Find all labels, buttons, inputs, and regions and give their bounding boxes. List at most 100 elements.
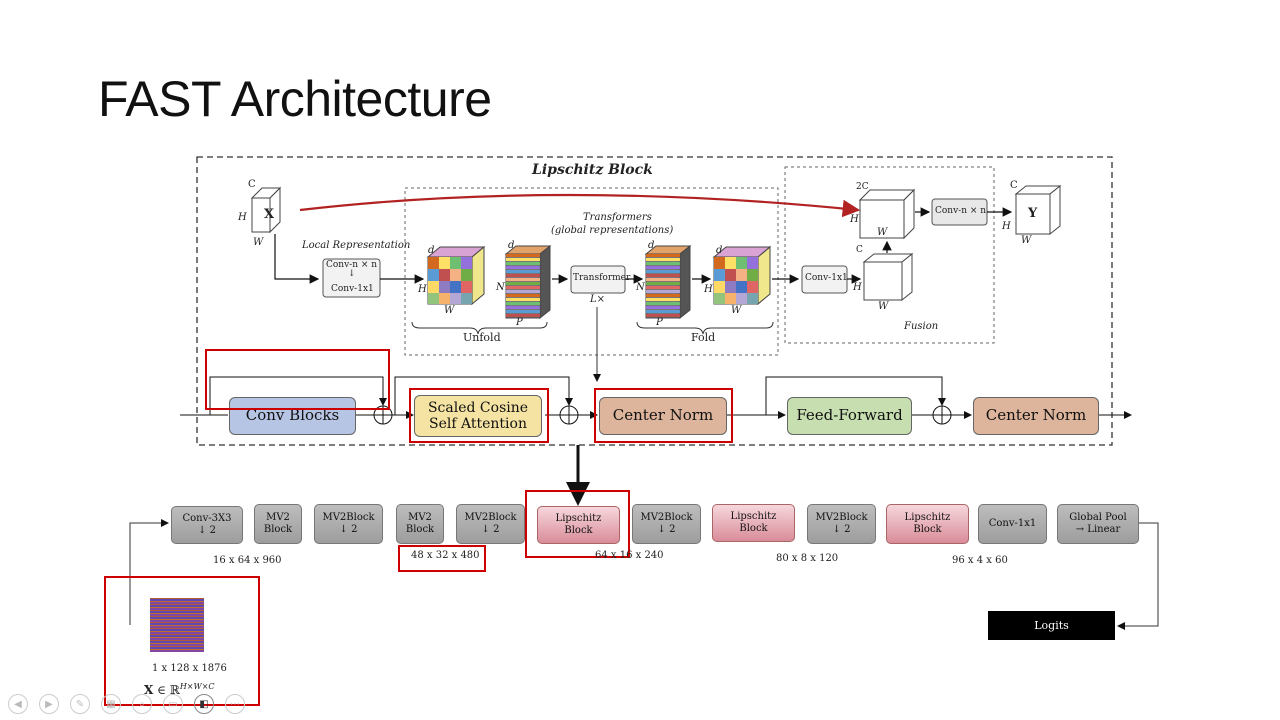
label-d-2: d (508, 240, 515, 251)
token-stripe (506, 314, 540, 317)
block-sublabel: Block (564, 525, 593, 536)
label-n-1: N (496, 282, 505, 293)
feed-forward-label: Feed-Forward (796, 406, 903, 425)
transformer-label: Transformer (573, 273, 631, 283)
transformers-title: Transformers (583, 212, 652, 223)
logits-box: Logits (988, 611, 1115, 640)
conv-nxn-label: Conv-n × n (326, 260, 378, 270)
fusion-label: Fusion (904, 321, 939, 332)
block-label: Lipschitz (555, 512, 602, 524)
label-w-out: W (1021, 235, 1032, 246)
block-label: Conv-1x1 (988, 517, 1037, 529)
block-sublabel: Block (913, 524, 942, 535)
add-node-1 (373, 405, 393, 425)
local-rep-label: Local Representation (302, 240, 411, 251)
more-icon[interactable]: ⋯ (225, 694, 245, 714)
center-norm-label-1: Center Norm (612, 406, 714, 425)
block-sublabel: ↓ 2 (339, 524, 358, 535)
transformers-sub: (global representations) (551, 225, 674, 236)
token-stripe (646, 294, 680, 297)
block-label: MV2Block (322, 511, 375, 523)
token-stripe (506, 310, 540, 313)
block-mv2block-3: MV2Block↓ 2 (632, 504, 701, 544)
zoom-icon[interactable]: ⌕ (132, 694, 152, 714)
block-label: MV2 (266, 511, 290, 523)
input-formula-sup: H×W×C (179, 682, 215, 691)
camera-icon[interactable]: ◧ (194, 694, 214, 714)
token-stripe (506, 262, 540, 265)
conv-arrow-label: ↓ (348, 269, 356, 279)
block-label: Conv-3X3 (182, 512, 232, 524)
block-label: MV2Block (464, 511, 517, 523)
prev-icon[interactable]: ◀ (8, 694, 28, 714)
token-stripe (506, 290, 540, 293)
token-stripe (646, 286, 680, 289)
token-stripe (646, 274, 680, 277)
shape-label-2: 48 x 32 x 480 (411, 550, 480, 561)
highlight-conv-blocks (205, 349, 390, 410)
unfold-stack (504, 244, 552, 320)
subtitle-icon[interactable]: ▭ (163, 694, 183, 714)
highlight-lipschitz-block (525, 490, 630, 558)
scaled-cosine-box: Scaled Cosine Self Attention (414, 395, 542, 437)
label-w-upper: W (877, 227, 888, 238)
block-sublabel: ↓ 2 (832, 524, 851, 535)
token-stripe (506, 278, 540, 281)
token-stripe (506, 302, 540, 305)
conv-1x1-label: Conv-1x1 (331, 284, 374, 294)
token-stripe (646, 306, 680, 309)
fold-stack (644, 244, 692, 320)
add-node-3 (932, 405, 952, 425)
token-stripe (506, 282, 540, 285)
token-stripe (646, 310, 680, 313)
label-c-lower: C (856, 245, 863, 255)
spectrogram-image (150, 598, 204, 652)
fusion-conv1x1-label: Conv-1x1 (805, 273, 848, 283)
token-stripe (646, 290, 680, 293)
block-sublabel: ↓ 2 (657, 524, 676, 535)
conv-blocks-label: Conv Blocks (245, 406, 340, 425)
input-formula: X ∈ ℝH×W×C (144, 682, 215, 697)
label-y: Y (1028, 206, 1038, 221)
block-global-pool: Global Pool→ Linear (1057, 504, 1139, 544)
block-label: Global Pool (1069, 511, 1127, 523)
shape-label-1: 16 x 64 x 960 (213, 555, 282, 566)
center-norm-box-2: Center Norm (973, 397, 1099, 435)
block-label: MV2Block (815, 511, 868, 523)
label-h-upper: H (850, 214, 859, 225)
label-w-2: W (444, 305, 455, 316)
block-sublabel: ↓ 2 (198, 525, 216, 536)
input-formula-rest: ∈ ℝ (157, 683, 180, 697)
label-h-out: H (1002, 221, 1011, 232)
token-stripe (646, 258, 680, 261)
center-norm-box-1: Center Norm (599, 397, 727, 435)
highlight-scaled-cosine (409, 388, 549, 443)
token-stripe (506, 254, 540, 257)
next-icon[interactable]: ▶ (39, 694, 59, 714)
slide-title: FAST Architecture (98, 71, 492, 127)
block-sublabel: Block (263, 524, 293, 535)
token-stripe (506, 306, 540, 309)
grid-icon[interactable]: ▦ (101, 694, 121, 714)
label-2c: 2C (856, 182, 869, 192)
unfold-label: Unfold (463, 331, 501, 344)
block-label: MV2Block (640, 511, 693, 523)
fusion-cube-lower (862, 252, 914, 302)
conv-blocks-box: Conv Blocks (229, 397, 356, 435)
block-mv2block-1: MV2Block↓ 2 (314, 504, 383, 544)
label-w-3: W (731, 305, 742, 316)
label-h: H (238, 212, 247, 223)
label-d-1: d (428, 245, 435, 256)
input-cube-x (250, 186, 282, 234)
token-stripe (646, 266, 680, 269)
fold-cube (712, 245, 772, 306)
block-sublabel: ↓ 2 (481, 524, 500, 535)
label-d-4: d (716, 245, 723, 256)
block-label: MV2 (408, 511, 432, 523)
pen-icon[interactable]: ✎ (70, 694, 90, 714)
